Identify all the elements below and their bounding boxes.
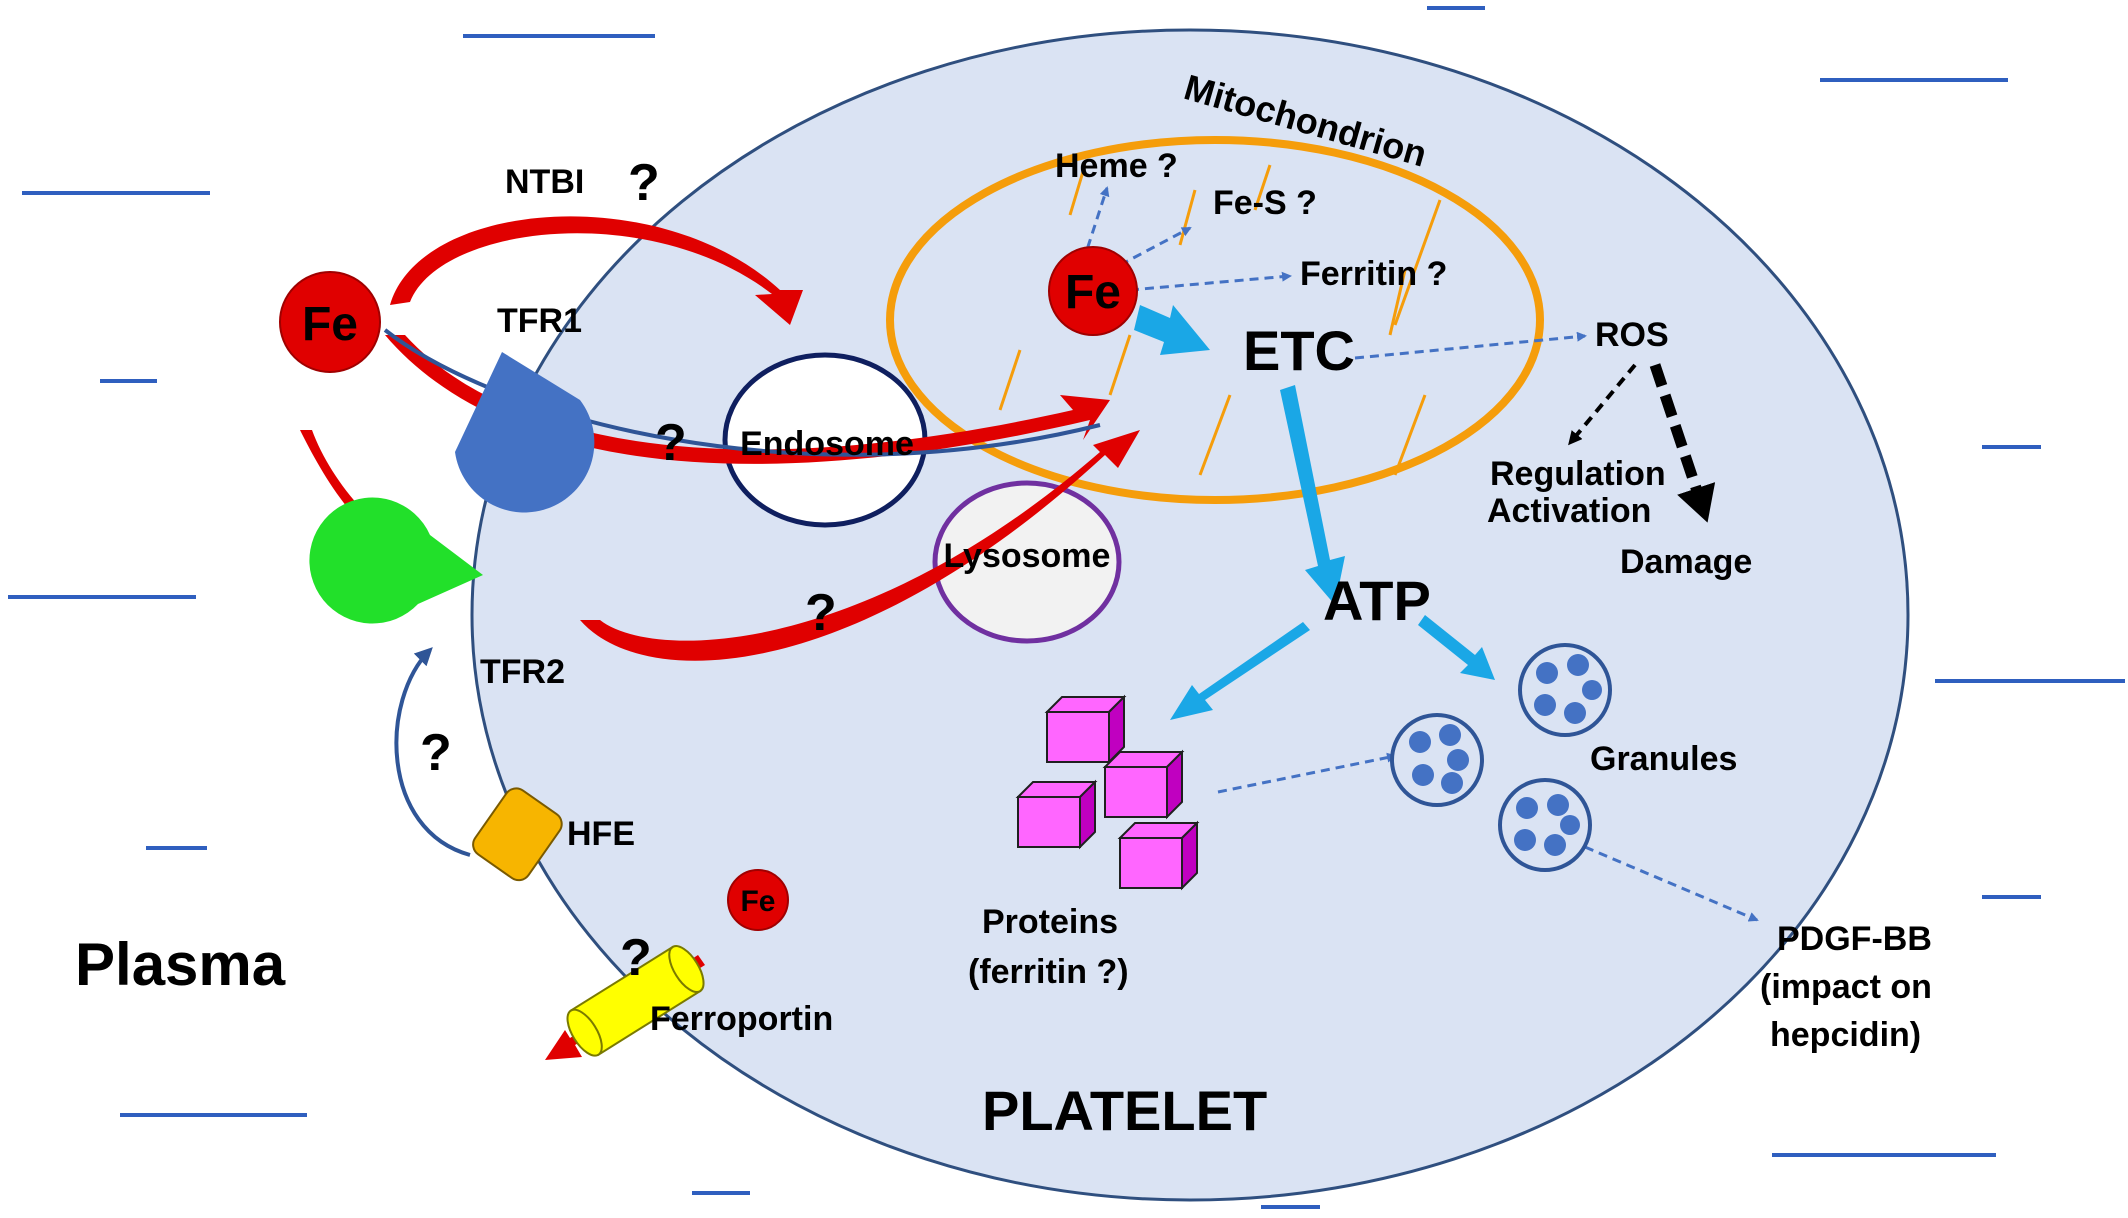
question-mark-tfr1: ? xyxy=(655,414,687,472)
protein-cube xyxy=(1044,694,1127,765)
pdgf-label-line3: hepcidin) xyxy=(1770,1016,1921,1054)
platelet-label: PLATELET xyxy=(982,1079,1267,1142)
fes-label: Fe-S ? xyxy=(1213,184,1317,222)
question-mark-hfe: ? xyxy=(420,724,452,782)
granule xyxy=(1498,778,1592,872)
iron-outer-circle xyxy=(279,271,381,373)
etc-to-atp-arrow xyxy=(1280,385,1345,605)
tfr1-receptor[interactable] xyxy=(455,352,595,513)
regulation-label: Regulation xyxy=(1490,455,1666,493)
mitochondrion xyxy=(886,136,1544,504)
fe-mito-label: Fe xyxy=(1065,266,1121,319)
ros-arrows xyxy=(1568,363,1716,523)
lysosome-label: Lysosome xyxy=(944,537,1111,575)
granule xyxy=(1390,713,1484,807)
question-mark-ntbi: ? xyxy=(628,154,660,212)
proteins-label-line2: (ferritin ?) xyxy=(968,953,1129,991)
fe-to-etc-arrow xyxy=(1134,305,1210,355)
granule xyxy=(1518,643,1612,737)
damage-label: Damage xyxy=(1620,543,1752,581)
proteins-label-line1: Proteins xyxy=(982,903,1118,941)
tfr2-label: TFR2 xyxy=(480,653,565,691)
pdgf-label-line1: PDGF-BB xyxy=(1777,920,1932,958)
fe-outer-label: Fe xyxy=(302,298,358,351)
lysosome-to-mito-arrow xyxy=(580,430,1140,661)
plasma-background-lines xyxy=(8,6,2125,1209)
dashed-arrows xyxy=(1081,186,1759,922)
pdgf-label-line2: (impact on xyxy=(1760,968,1932,1006)
granules xyxy=(1390,643,1612,872)
ntbi-label: NTBI xyxy=(505,163,584,201)
protein-cube xyxy=(1102,749,1185,820)
question-mark-tfr2: ? xyxy=(805,584,837,642)
heme-label: Heme ? xyxy=(1055,147,1178,185)
plasma-label: Plasma xyxy=(75,931,286,998)
activation-label: Activation xyxy=(1487,492,1651,530)
granules-label: Granules xyxy=(1590,740,1737,778)
atp-label: ATP xyxy=(1323,569,1431,632)
question-mark-ferroportin: ? xyxy=(620,929,652,987)
dark-blue-arrows xyxy=(383,328,1101,857)
protein-cube xyxy=(1117,820,1200,891)
blue-thick-arrows xyxy=(1134,305,1495,720)
protein-cube xyxy=(1015,779,1098,850)
ferroportin-label: Ferroportin xyxy=(650,1000,833,1038)
ros-label: ROS xyxy=(1595,316,1669,354)
etc-label: ETC xyxy=(1243,319,1355,382)
lysosome xyxy=(932,480,1122,644)
ferritin-label: Ferritin ? xyxy=(1300,255,1447,293)
iron-mito-circle xyxy=(1048,246,1138,336)
atp-to-granules-arrow xyxy=(1418,615,1495,680)
fe-small-label: Fe xyxy=(740,885,775,918)
tfr2-receptor[interactable] xyxy=(309,497,483,624)
hfe-protein[interactable] xyxy=(468,784,566,885)
iron-small-circle xyxy=(727,869,789,931)
ntbi-arrow xyxy=(390,216,803,325)
endosome-label: Endosome xyxy=(740,425,914,463)
protein-cubes xyxy=(1015,694,1200,891)
ferroportin-channel[interactable] xyxy=(561,941,711,1061)
tfr1-label: TFR1 xyxy=(497,302,582,340)
hfe-label: HFE xyxy=(567,815,635,853)
platelet-cell xyxy=(470,28,1910,1202)
hfe-to-tfr2-arrow xyxy=(394,647,471,857)
atp-to-proteins-arrow xyxy=(1170,622,1310,720)
